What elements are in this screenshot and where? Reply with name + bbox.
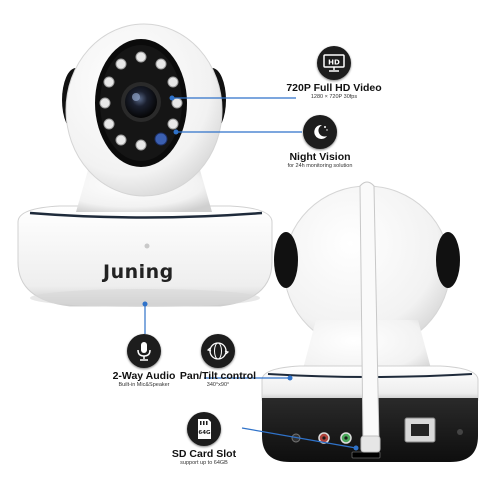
- feature-720p-video: HD 720P Full HD Video 1280 × 720P 30fps: [268, 46, 400, 101]
- callout-lines: [144, 97, 357, 449]
- feature-night-vision: Night Vision for 24h monitoring solution: [262, 115, 378, 170]
- moon-stars-icon: [303, 115, 337, 149]
- feature-sd-card-slot: 64G SD Card Slot support up to 64GB: [154, 412, 254, 467]
- feature-subtitle: support up to 64GB: [180, 460, 228, 466]
- back-camera: [261, 181, 479, 462]
- feature-title: Night Vision: [289, 151, 351, 163]
- front-camera: [17, 23, 273, 307]
- svg-text:HD: HD: [328, 59, 340, 67]
- feature-title: 2-Way Audio: [112, 370, 176, 382]
- microphone-icon: [127, 334, 161, 368]
- feature-pan-tilt: Pan/Tilt control 340°x90°: [168, 334, 268, 389]
- svg-text:64G: 64G: [198, 430, 211, 436]
- rotate-icon: [201, 334, 235, 368]
- feature-subtitle: 340°x90°: [206, 382, 230, 388]
- hd-monitor-icon: HD: [317, 46, 351, 80]
- feature-title: 720P Full HD Video: [286, 82, 382, 94]
- feature-title: Pan/Tilt control: [179, 370, 257, 382]
- sd-card-icon: 64G: [187, 412, 221, 446]
- feature-2-way-audio: 2-Way Audio Built-in Mic&Speaker: [96, 334, 192, 389]
- feature-subtitle: Built-in Mic&Speaker: [118, 382, 170, 388]
- callout-dots: [142, 95, 359, 451]
- feature-subtitle: 1280 × 720P 30fps: [310, 94, 358, 100]
- brand-logo: Juning: [103, 261, 174, 283]
- feature-subtitle: for 24h monitoring solution: [287, 163, 353, 169]
- feature-title: SD Card Slot: [171, 448, 237, 460]
